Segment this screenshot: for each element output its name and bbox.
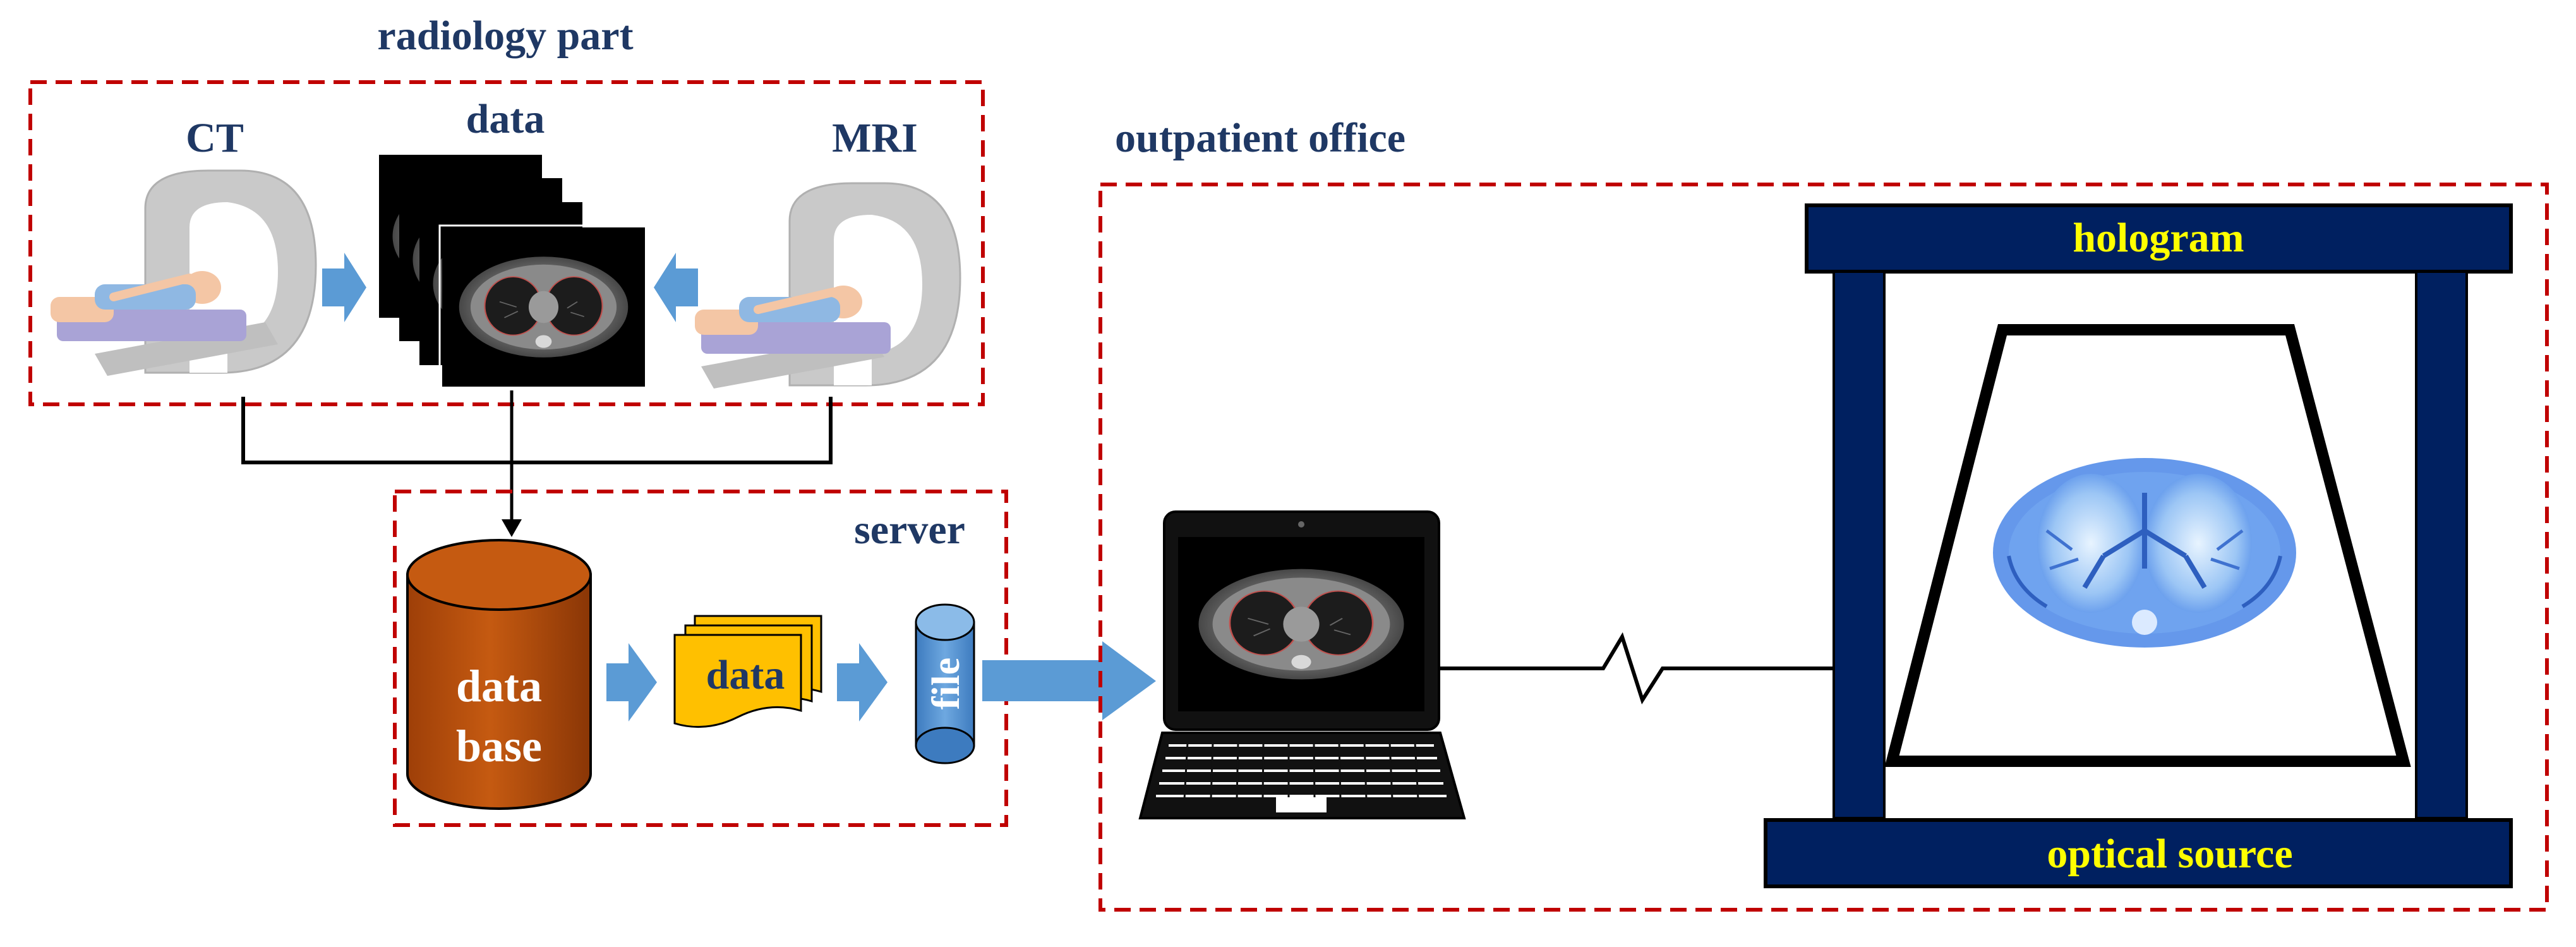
ct-label: CT (186, 115, 244, 161)
ct-scanner-icon (51, 169, 317, 376)
data-top-label: data (466, 96, 545, 142)
data-document-label: data (706, 652, 785, 698)
file-to-laptop-arrow (982, 641, 1156, 720)
mri-scanner-icon (695, 182, 961, 389)
data-to-file-arrow (837, 643, 888, 721)
outpatient-office-title: outpatient office (1115, 115, 1405, 161)
mri-label: MRI (832, 115, 918, 161)
outpatient-office-group: outpatient office hologram (1098, 115, 2549, 912)
database-label-line2: base (456, 721, 542, 771)
laptop-to-hologram-connector (1439, 632, 1835, 704)
hologram-top-bar (1805, 203, 2513, 274)
database-to-data-arrow (606, 643, 657, 721)
file-label: file (925, 658, 968, 710)
server-border (393, 490, 1008, 827)
database-label-line1: data (456, 661, 542, 711)
radiology-to-server-connector (241, 390, 833, 537)
laptop-icon (1138, 510, 1466, 819)
server-title: server (854, 507, 965, 553)
projection-trapezoid (1884, 324, 2411, 767)
radiology-part-title: radiology part (377, 13, 633, 59)
hologram-label: hologram (2073, 215, 2244, 261)
radiology-part-border (28, 80, 985, 406)
server-group: server data base data file (393, 490, 1008, 827)
optical-source-bar (1764, 818, 2513, 888)
outpatient-office-border (1098, 183, 2549, 912)
hologram-left-pillar (1833, 270, 1886, 819)
radiology-part-group: radiology part CT data MRI (28, 13, 985, 406)
lung-hologram-icon (1993, 458, 2296, 648)
ct-to-data-arrow (322, 253, 366, 322)
hologram-apparatus: hologram optical source (1764, 203, 2513, 888)
file-cylinder-icon: file (915, 603, 975, 764)
optical-source-label: optical source (2047, 831, 2292, 877)
hologram-right-pillar (2415, 270, 2468, 819)
document-stack-icon: data (673, 615, 822, 728)
ct-image-stack-icon (378, 154, 647, 390)
database-icon: data base (406, 539, 592, 810)
mri-to-data-arrow (654, 253, 698, 322)
